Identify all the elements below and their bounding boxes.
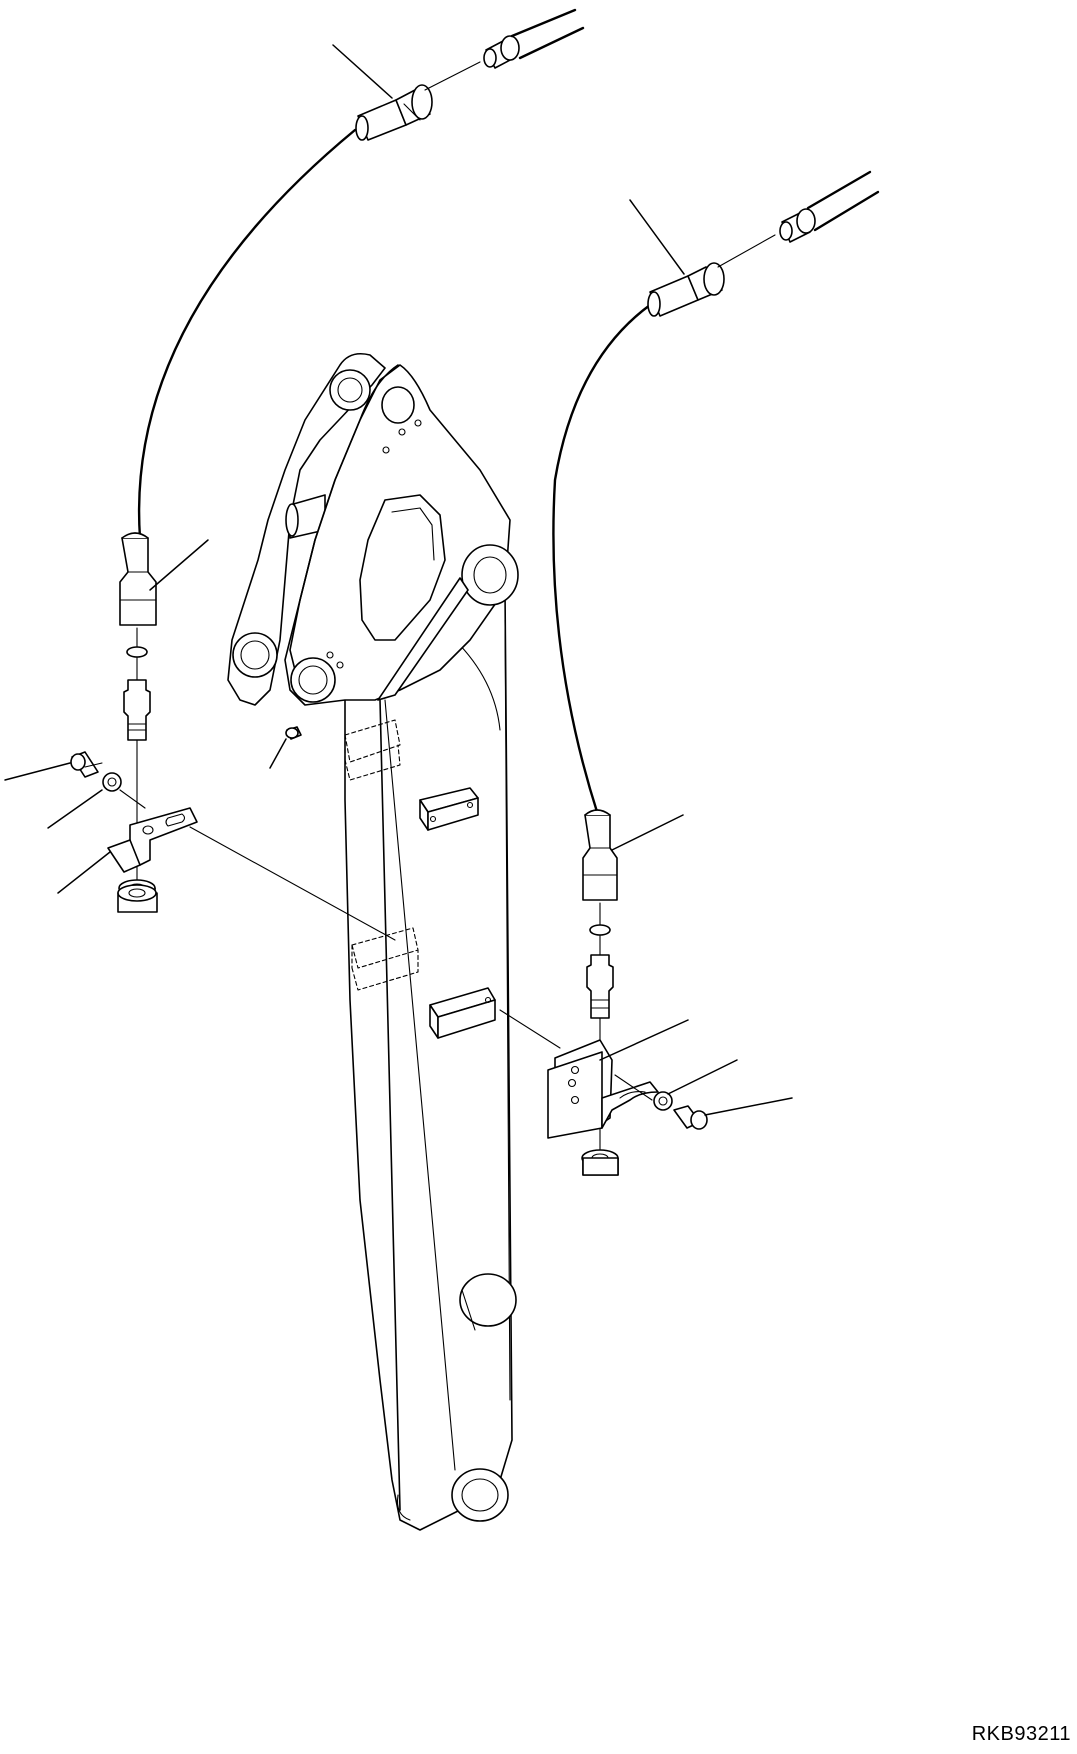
rear-pin-hole-top bbox=[329, 369, 371, 411]
arm-top-boss bbox=[461, 544, 519, 606]
left-lower-nut bbox=[117, 884, 158, 913]
arm-fitting bbox=[269, 726, 302, 769]
left-mounting-block bbox=[419, 787, 479, 831]
right-clamp-assembly bbox=[499, 1009, 793, 1176]
rear-pin-hole-bottom-inner bbox=[240, 640, 270, 670]
front-pin-hole-bottom bbox=[290, 657, 336, 703]
rear-pin-hole-top-inner bbox=[337, 377, 363, 403]
right-mounting-block bbox=[429, 987, 496, 1039]
left-clamp-assembly bbox=[4, 751, 396, 941]
arm-bottom-boss bbox=[451, 1468, 509, 1522]
rear-pin-hole-bottom bbox=[232, 632, 278, 678]
arm bbox=[227, 352, 519, 1531]
drawing-code-label: RKB93211 bbox=[971, 1723, 1071, 1745]
right-hose bbox=[552, 170, 880, 1176]
arm-lower-boss bbox=[459, 1273, 517, 1327]
